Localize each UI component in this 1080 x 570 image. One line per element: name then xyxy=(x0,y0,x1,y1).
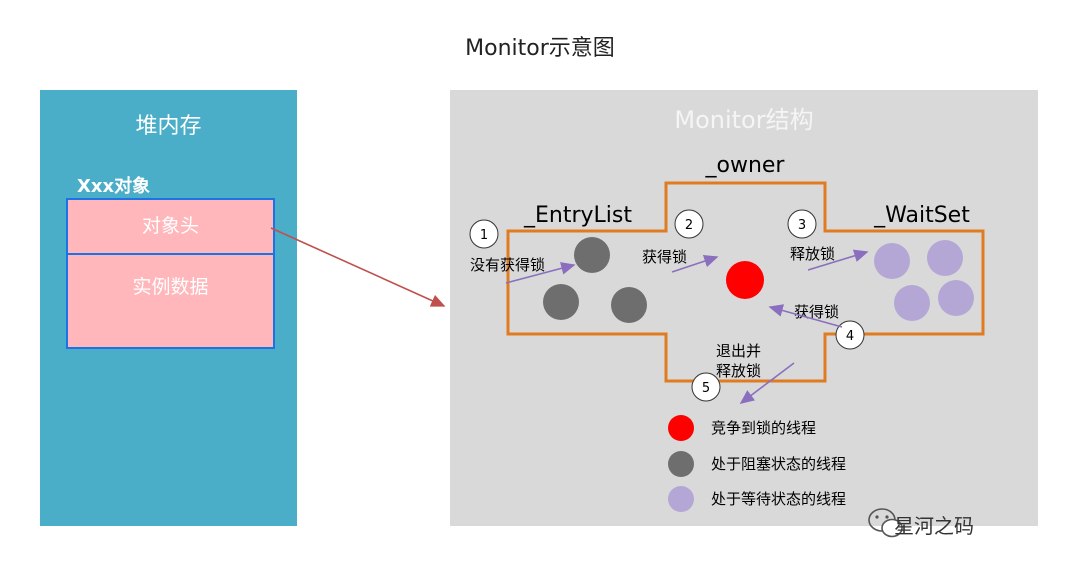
waiting-thread xyxy=(874,243,910,279)
diagram-title: Monitor示意图 xyxy=(465,36,615,61)
object-to-monitor-arrow xyxy=(270,227,446,307)
instance-data-box: 实例数据 xyxy=(66,253,275,349)
svg-text:1: 1 xyxy=(480,228,488,243)
svg-text:4: 4 xyxy=(846,329,854,344)
step-5-marker: 5 xyxy=(691,372,721,402)
blocked-thread xyxy=(611,287,647,323)
legend-blocked-swatch xyxy=(668,451,694,477)
monitor-structure-outline xyxy=(506,181,985,383)
step-1-label: 没有获得锁 xyxy=(470,256,545,274)
waiting-thread xyxy=(894,285,930,321)
step-2-arrow xyxy=(671,254,719,273)
step-5-arrow xyxy=(739,362,795,404)
step-4-marker: 4 xyxy=(835,320,865,350)
blocked-thread xyxy=(543,284,579,320)
object-label: Xxx对象 xyxy=(77,176,151,197)
wait-set-label: _WaitSet xyxy=(873,203,970,228)
owner-label: _owner xyxy=(705,153,786,178)
object-header-box: 对象头 xyxy=(66,198,275,255)
monitor-title: Monitor结构 xyxy=(674,106,814,134)
svg-text:5: 5 xyxy=(702,381,710,396)
wechat-icon xyxy=(868,508,903,538)
step-5-label-line1: 退出并 xyxy=(716,342,761,360)
step-1-marker: 1 xyxy=(469,219,499,249)
svg-text:2: 2 xyxy=(685,218,693,233)
legend-owner-label: 竞争到锁的线程 xyxy=(711,419,816,437)
step-4-label: 获得锁 xyxy=(794,303,839,321)
step-1-arrow xyxy=(505,262,576,284)
step-2-label: 获得锁 xyxy=(642,248,687,266)
step-3-marker: 3 xyxy=(787,209,817,239)
step-3-label: 释放锁 xyxy=(790,245,835,263)
legend-waiting-swatch xyxy=(668,486,694,512)
step-5-label-line2: 释放锁 xyxy=(716,362,761,380)
entry-list-label: _EntryList xyxy=(523,203,632,228)
step-2-marker: 2 xyxy=(674,209,704,239)
step-4-arrow xyxy=(768,304,843,328)
legend-blocked-label: 处于阻塞状态的线程 xyxy=(711,455,846,473)
legend-waiting-label: 处于等待状态的线程 xyxy=(711,490,846,508)
waiting-thread xyxy=(927,240,963,276)
step-3-arrow xyxy=(807,249,869,271)
blocked-thread xyxy=(574,237,610,273)
watermark-text: 星河之码 xyxy=(894,514,974,538)
waiting-thread xyxy=(938,280,974,316)
legend-owner-swatch xyxy=(668,415,694,441)
owner-thread xyxy=(726,261,764,299)
heap-title: 堆内存 xyxy=(135,114,202,139)
svg-text:3: 3 xyxy=(798,218,806,233)
